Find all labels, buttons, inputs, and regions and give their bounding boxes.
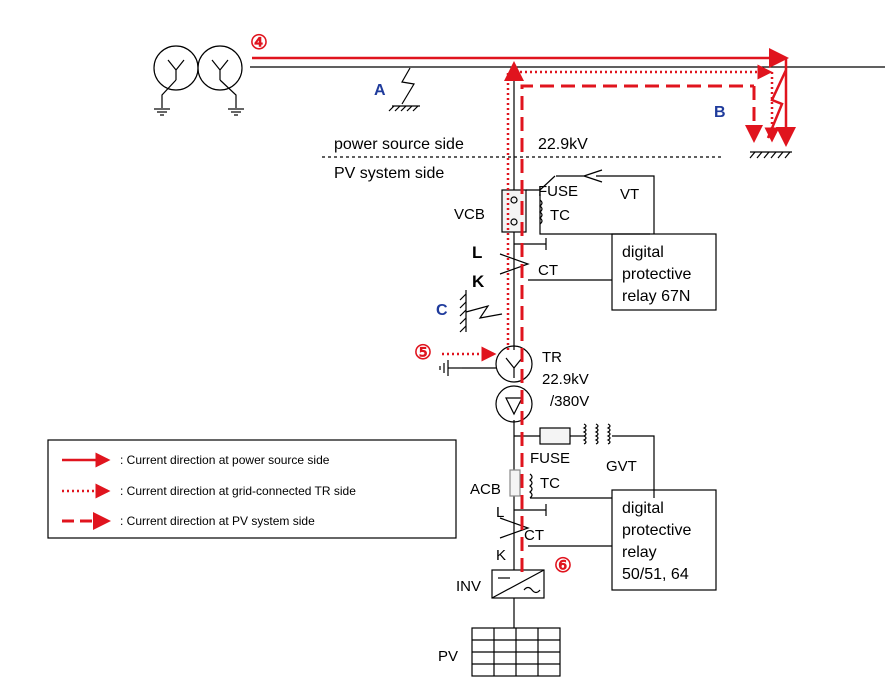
relay-5051-line3: relay (622, 544, 657, 561)
power-source-side-label: power source side (334, 136, 464, 153)
fuse-top-label: FUSE (538, 183, 578, 200)
acb-breaker (509, 469, 521, 497)
utility-transformer-right (197, 45, 243, 91)
ct-bottom-label: CT (524, 527, 544, 544)
legend-dashed-text: : Current direction at PV system side (120, 514, 315, 528)
fault-c-label: C (436, 302, 448, 319)
ct-top-label: CT (538, 262, 558, 279)
relay-5051-line2: protective (622, 522, 691, 539)
fault-b-symbol (766, 69, 788, 139)
pv-system-side-label: PV system side (334, 165, 444, 182)
inverter-box (491, 569, 545, 599)
relay-67n-line2: protective (622, 266, 691, 283)
inv-label: INV (456, 578, 481, 595)
utility-ground-left (161, 79, 177, 108)
marker-6: ⑥ (554, 555, 572, 577)
tr-rating-1: 22.9kV (542, 371, 589, 388)
tr-transformer-primary (495, 345, 533, 383)
pv-label: PV (438, 648, 458, 665)
vcb-label: VCB (454, 206, 485, 223)
relay-67n-line3: relay 67N (622, 288, 690, 305)
current-dotted-up (506, 64, 773, 350)
utility-transformer-left (153, 45, 199, 91)
tr-rating-2: /380V (550, 393, 589, 410)
relay-67n-line1: digital (622, 244, 664, 261)
legend-dotted-text: : Current direction at grid-connected TR… (120, 484, 356, 498)
l-top-label: L (472, 243, 482, 262)
fault-b-label: B (714, 104, 726, 121)
utility-ground-right (219, 79, 237, 108)
l-bottom-label: L (496, 504, 504, 521)
legend-solid-text: : Current direction at power source side (120, 453, 330, 467)
fault-a-label: A (374, 82, 386, 99)
tr-transformer-secondary (495, 385, 533, 423)
voltage-hv-label: 22.9kV (538, 136, 588, 153)
marker-4: ④ (250, 32, 268, 54)
relay-5051-line1: digital (622, 500, 664, 517)
marker-5: ⑤ (414, 342, 432, 364)
gvt-label: GVT (606, 458, 637, 475)
legend-samples (62, 452, 111, 530)
tc-bottom-label: TC (540, 475, 560, 492)
vt-label: VT (620, 186, 639, 203)
acb-label: ACB (470, 481, 501, 498)
fault-a-symbol (401, 67, 415, 105)
relay-5051-line4: 50/51, 64 (622, 566, 689, 583)
tc-top-label: TC (550, 207, 570, 224)
fuse-bottom (539, 427, 571, 445)
tr-label: TR (542, 349, 562, 366)
fuse-bottom-label: FUSE (530, 450, 570, 467)
current-dashed-up (520, 84, 754, 572)
k-top-label: K (472, 272, 485, 291)
relay-67n-box (611, 233, 717, 311)
relay-5051-box (611, 489, 717, 591)
current-paths (252, 48, 796, 572)
legend-box (47, 439, 457, 539)
k-bottom-label: K (496, 547, 506, 564)
